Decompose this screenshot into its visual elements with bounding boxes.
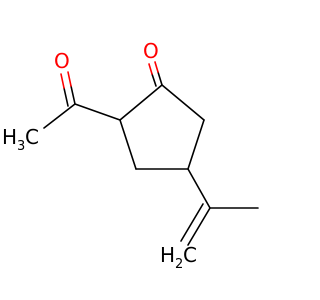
methyl-c-label: C	[25, 125, 39, 149]
ketone-bond-c-part-2	[151, 73, 157, 87]
methyl-h-subscript: 3	[17, 139, 25, 154]
acetyl-bond-carbonyl-methyl	[43, 103, 76, 129]
acetyl-co-bond-c-part-2	[63, 87, 69, 107]
ketone-oxygen-label: O	[143, 39, 159, 63]
ring-bond-c2-c3	[119, 119, 137, 170]
vinyl-h-subscript: 2	[175, 257, 183, 272]
acetyl-co-bond-c-part-1	[70, 85, 76, 105]
ring-bond-c4-c5	[187, 119, 205, 170]
vinyl-c-label: C	[183, 243, 197, 267]
acetyl-co-bond-o-part-2	[60, 73, 65, 89]
methyl-h-label: H	[2, 125, 17, 149]
acetyl-co-bond-o-part-1	[67, 71, 72, 87]
ketone-bond-c-part-1	[157, 71, 163, 86]
acetyl-oxygen-label: O	[54, 49, 70, 73]
ring-bond-c1-c2	[119, 84, 163, 121]
vinyl-double-bond-2	[180, 203, 204, 242]
isopropenyl-bond-ring	[187, 168, 211, 209]
vinyl-h-label: H	[160, 243, 175, 267]
ketone-bond-o-part-2	[148, 63, 153, 75]
ring-bond-c1-c5	[161, 84, 205, 121]
molecule-diagram: O O H 3 C H 2 C	[2, 39, 259, 272]
vinyl-double-bond-1	[187, 207, 211, 246]
ketone-bond-o-part-1	[154, 61, 159, 73]
acetyl-bond-ring-carbonyl	[74, 103, 121, 121]
